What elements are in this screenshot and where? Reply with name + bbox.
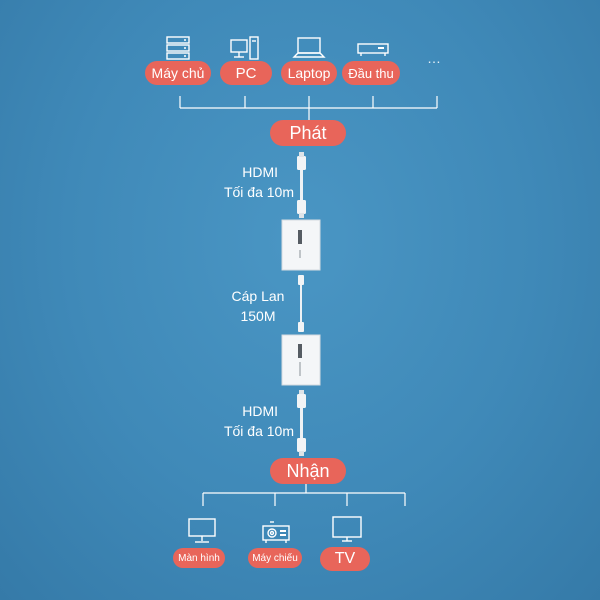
lan-cable-line2: 150M: [240, 308, 276, 324]
receiver-device: [281, 334, 321, 386]
source-label-receiver-box: Đầu thu: [342, 61, 400, 85]
source-label-pc: PC: [220, 61, 272, 85]
receiver-box-icon: [357, 43, 389, 56]
receiver-label: Nhận: [270, 458, 346, 484]
transmitter-label: Phát: [270, 120, 346, 146]
desktop-pc-icon: [230, 36, 259, 60]
lan-cable-line1: Cáp Lan: [231, 288, 285, 304]
output-bracket: [202, 484, 406, 506]
server-icon: [166, 36, 190, 60]
output-label-tv: TV: [320, 547, 370, 571]
lan-cable: [298, 275, 304, 332]
more-sources-ellipsis: …: [427, 50, 443, 66]
source-bracket: [179, 96, 438, 120]
transmitter-device: [281, 219, 321, 271]
monitor-icon: [188, 518, 216, 543]
hdmi-cable-top: [297, 152, 306, 218]
output-label-monitor: Màn hình: [173, 548, 225, 568]
hdmi-top-line2: Tối đa 10m: [223, 184, 294, 200]
hdmi-cable-bottom: [297, 390, 306, 456]
lan-cable-label: Cáp Lan 150M: [222, 286, 294, 326]
source-label-server: Máy chủ: [145, 61, 211, 85]
laptop-icon: [292, 37, 326, 58]
tv-icon: [332, 516, 362, 542]
hdmi-bottom-line2: Tối đa 10m: [223, 423, 294, 439]
output-label-projector: Máy chiếu: [248, 548, 302, 568]
source-label-laptop: Laptop: [281, 61, 337, 85]
hdmi-bottom-label: HDMI Tối đa 10m: [208, 401, 294, 441]
projector-icon: [262, 521, 290, 543]
hdmi-top-label: HDMI Tối đa 10m: [208, 162, 294, 202]
hdmi-bottom-line1: HDMI: [242, 403, 278, 419]
hdmi-top-line1: HDMI: [242, 164, 278, 180]
